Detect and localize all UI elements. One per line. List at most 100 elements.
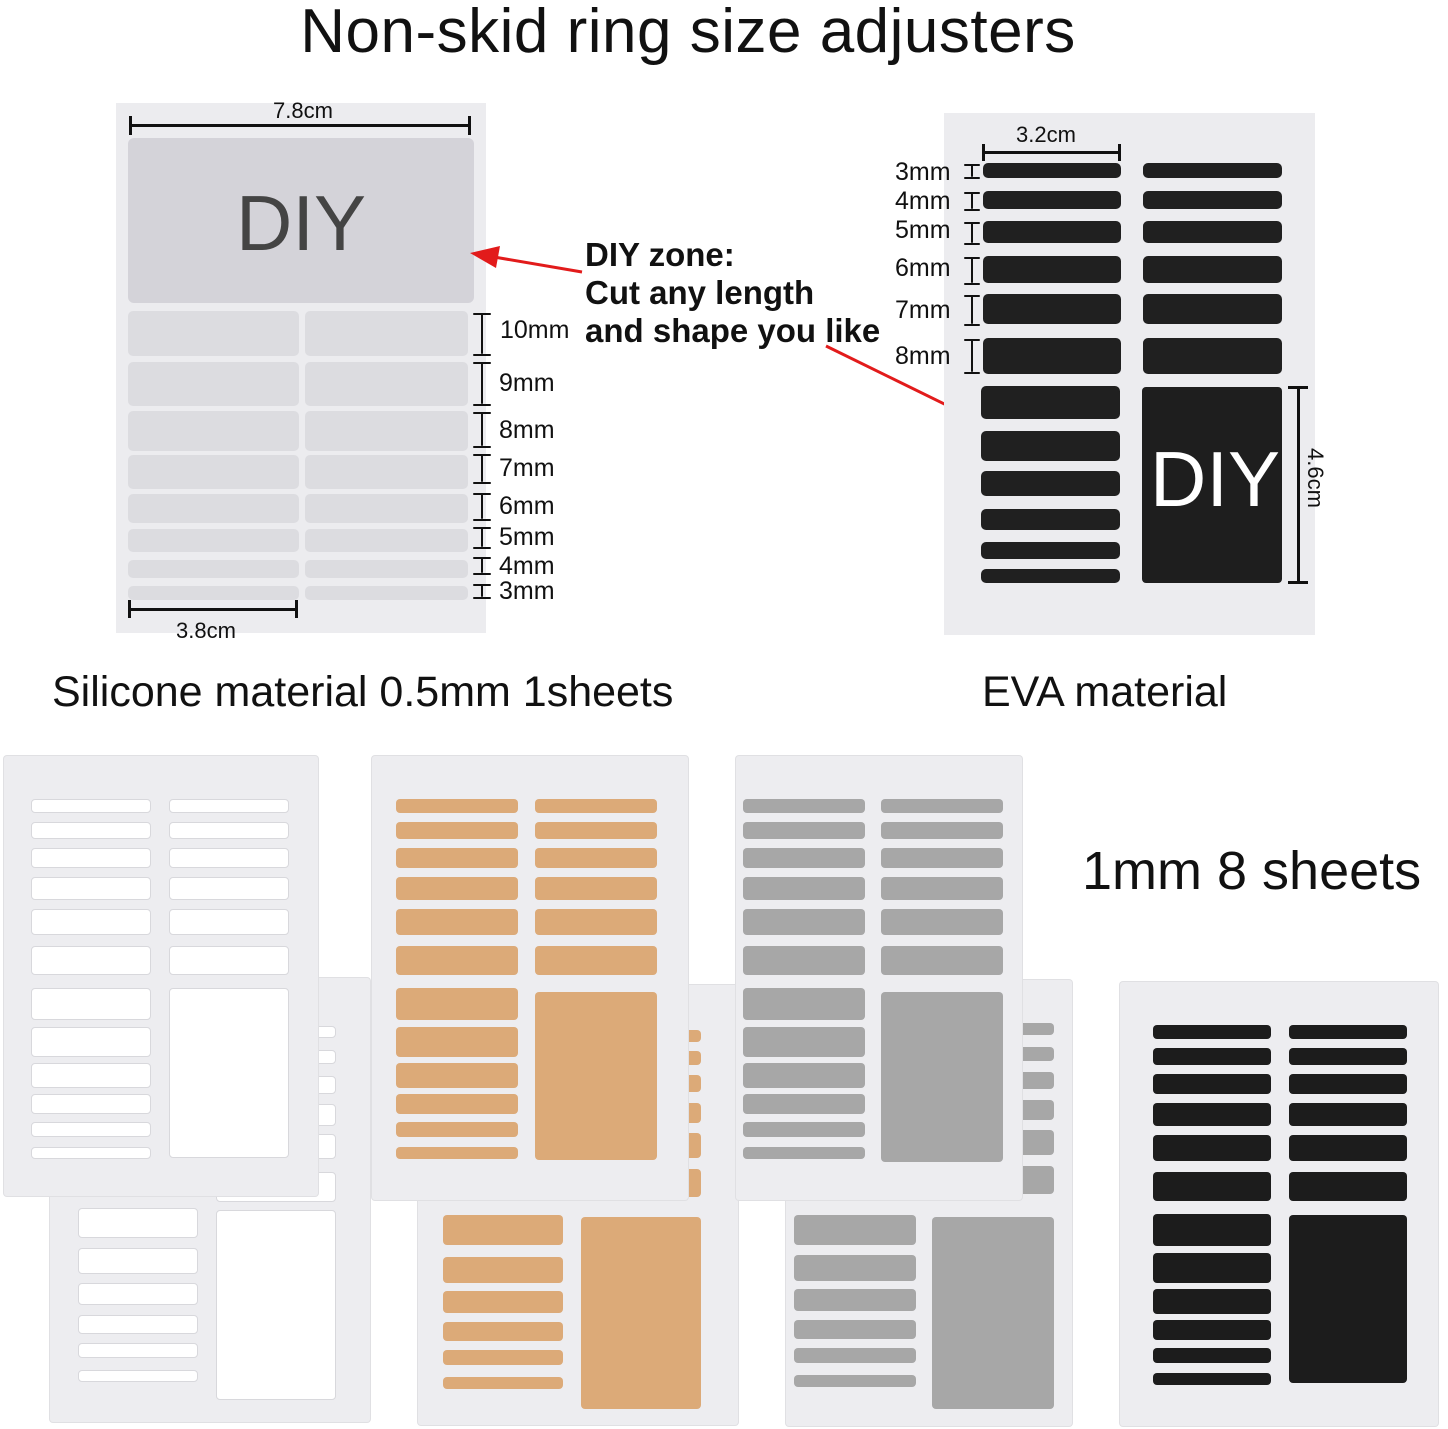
clear-sheet-diy-block: [169, 988, 289, 1158]
width-dimension-tick: [129, 116, 132, 135]
eva-size-label-6mm: 6mm: [895, 254, 951, 282]
eva-size-tick-line: [971, 164, 973, 177]
silicone-strip: [305, 586, 468, 600]
size-label-6mm: 6mm: [499, 492, 555, 520]
black-sheet-strip: [1153, 1289, 1271, 1314]
black-sheet-strip: [1153, 1135, 1271, 1161]
silicone-strip: [305, 560, 468, 578]
grey-sheet-strip: [743, 1122, 865, 1137]
eva-size-tick-end: [964, 324, 980, 326]
eva-strip: [983, 256, 1121, 283]
grey-sheet-strip: [743, 848, 865, 868]
eva-size-tick-end: [964, 177, 980, 179]
grey-sheet-strip: [743, 799, 865, 813]
size-tick-end: [473, 597, 491, 599]
clear-sheet-strip: [169, 848, 289, 868]
black-sheet-strip: [1153, 1172, 1271, 1201]
clear-sheet-back-strip: [78, 1283, 198, 1305]
size-tick-end: [473, 547, 491, 549]
beige-sheet-back-strip: [443, 1350, 563, 1365]
eva-diy-zone: [1142, 387, 1282, 583]
strip-width-tick: [128, 600, 131, 618]
size-tick-end: [473, 527, 491, 529]
black-sheet-strip: [1289, 1074, 1407, 1094]
size-tick-line: [481, 493, 483, 519]
strip-width-label: 3.8cm: [176, 618, 236, 643]
eva-width-tick: [982, 144, 985, 161]
width-dimension-line: [130, 124, 470, 127]
size-tick-end: [473, 493, 491, 495]
silicone-diy-label: DIY: [236, 179, 367, 267]
beige-sheet-strip: [396, 1122, 518, 1137]
size-tick-line: [481, 362, 483, 404]
beige-sheet-strip: [396, 848, 518, 868]
beige-sheet-strip: [396, 799, 518, 813]
sheets-caption: 1mm 8 sheets: [1082, 841, 1422, 901]
size-tick-line: [481, 412, 483, 446]
clear-sheet-strip: [31, 822, 151, 839]
size-label-4mm: 4mm: [499, 552, 555, 580]
black-sheet-strip: [1153, 1074, 1271, 1094]
beige-sheet-back-strip: [443, 1322, 563, 1341]
size-label-5mm: 5mm: [499, 523, 555, 551]
eva-strip: [983, 191, 1121, 209]
black-sheet-strip: [1289, 1103, 1407, 1126]
beige-sheet-strip: [396, 946, 518, 975]
grey-sheet-strip: [881, 799, 1003, 813]
silicone-strip: [305, 362, 468, 406]
beige-sheet-back-diy-block: [581, 1217, 701, 1409]
size-tick-line: [481, 313, 483, 354]
size-tick-end: [473, 557, 491, 559]
grey-sheet-strip: [881, 909, 1003, 935]
diy-zone-line2: Cut any length: [585, 274, 815, 311]
clear-sheet-strip: [169, 946, 289, 975]
silicone-strip: [128, 455, 299, 489]
silicone-diy-zone: [128, 138, 474, 303]
size-tick-end: [473, 412, 491, 414]
eva-size-label-7mm: 7mm: [895, 296, 951, 324]
grey-sheet-back-strip: [794, 1215, 916, 1245]
black-sheet-strip: [1153, 1214, 1271, 1246]
clear-sheet-back-strip: [78, 1315, 198, 1334]
strip-width-tick: [295, 600, 298, 618]
grey-sheet-strip: [743, 877, 865, 900]
size-tick-end: [473, 573, 491, 575]
size-tick-end: [473, 354, 491, 356]
beige-sheet-back-strip: [443, 1215, 563, 1245]
grey-sheet-diy-block: [881, 992, 1003, 1162]
eva-size-tick-end: [964, 222, 980, 224]
black-sheet-strip: [1153, 1373, 1271, 1385]
clear-sheet-strip: [31, 799, 151, 813]
eva-diy-label: DIY: [1150, 435, 1281, 523]
size-tick-end: [473, 362, 491, 364]
beige-sheet-strip: [396, 1094, 518, 1114]
eva-strip: [983, 294, 1121, 324]
eva-size-tick-end: [964, 295, 980, 297]
beige-sheet-strip: [535, 848, 657, 868]
arrow-to-silicone-diy: [470, 246, 583, 274]
eva-size-tick-end: [964, 257, 980, 259]
beige-sheet-strip: [535, 877, 657, 900]
beige-sheet-strip: [396, 822, 518, 839]
size-label-8mm: 8mm: [499, 416, 555, 444]
clear-sheet-back-diy-block: [216, 1210, 336, 1400]
eva-strip: [1143, 163, 1282, 178]
eva-size-label-4mm: 4mm: [895, 187, 951, 215]
grey-sheet-back-strip: [794, 1320, 916, 1339]
grey-sheet-strip: [881, 848, 1003, 868]
size-tick-end: [473, 404, 491, 406]
eva-width-dimension-line: [983, 151, 1120, 154]
grey-sheet-strip: [743, 822, 865, 839]
eva-strip: [981, 431, 1120, 461]
eva-strip: [981, 542, 1120, 559]
grey-sheet-strip: [743, 1063, 865, 1088]
silicone-strip: [305, 494, 468, 523]
eva-strip: [1143, 338, 1282, 374]
black-sheet-strip: [1153, 1025, 1271, 1039]
silicone-caption: Silicone material 0.5mm 1sheets: [52, 668, 674, 716]
beige-sheet-back-strip: [443, 1377, 563, 1389]
size-tick-end: [473, 454, 491, 456]
eva-strip: [981, 569, 1120, 583]
size-tick-end: [473, 313, 491, 315]
eva-height-tick: [1288, 581, 1308, 584]
